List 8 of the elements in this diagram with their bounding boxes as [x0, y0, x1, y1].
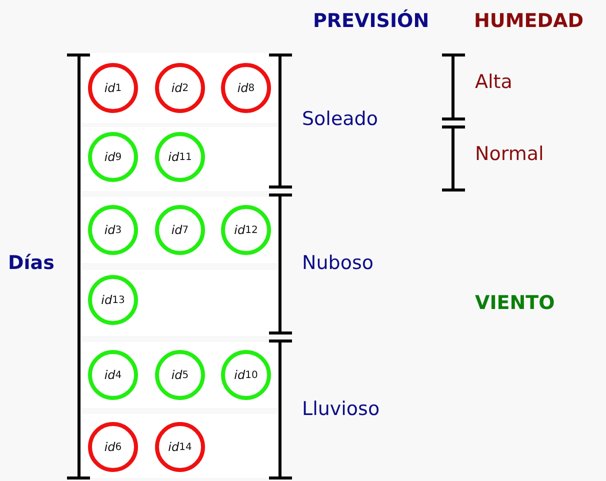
- category-label: Lluvioso: [302, 400, 380, 419]
- axis-label: Días: [8, 254, 54, 273]
- column-heading: VIENTO: [475, 294, 555, 313]
- category-label: Normal: [475, 145, 544, 164]
- column-heading: HUMEDAD: [474, 12, 584, 31]
- category-label: Nuboso: [302, 254, 374, 273]
- category-label: Alta: [475, 73, 512, 92]
- category-label: Soleado: [302, 110, 378, 129]
